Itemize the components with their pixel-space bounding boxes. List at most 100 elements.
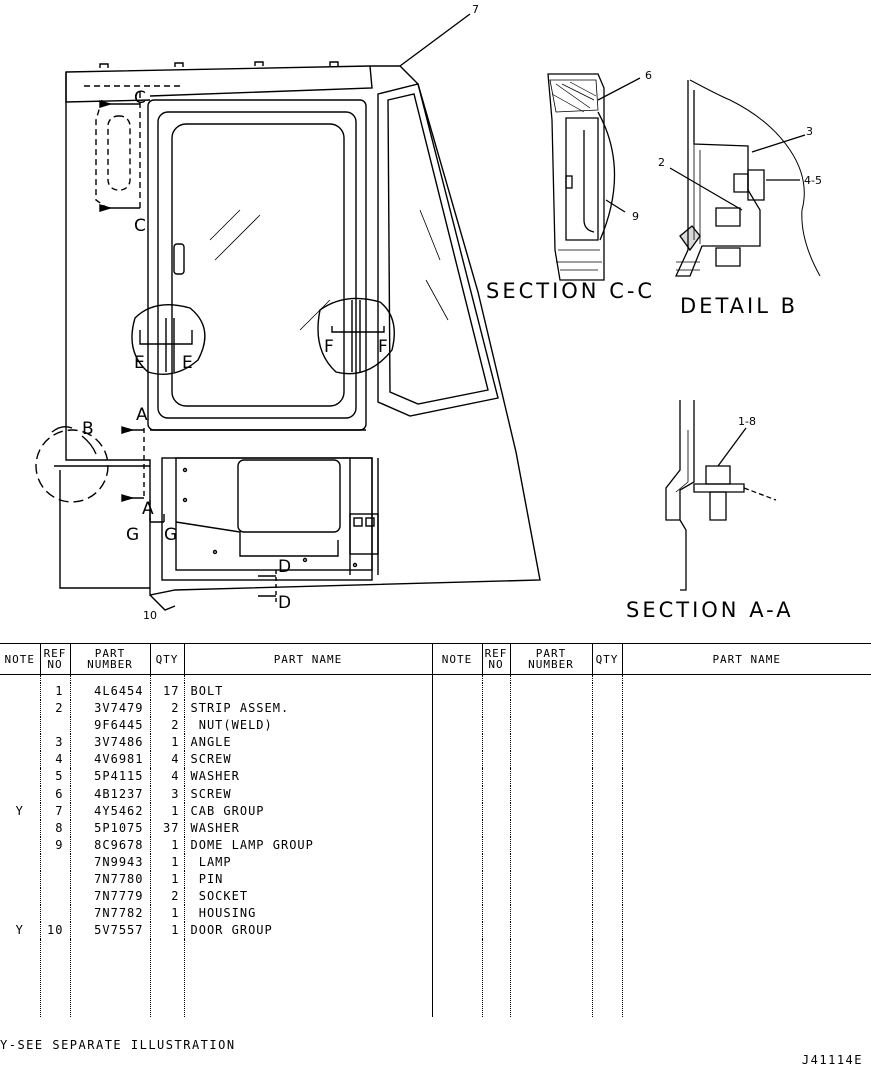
part-name-cell: STRIP ASSEM. [183, 700, 432, 718]
section-a-marker [143, 428, 151, 520]
empty-cell [481, 700, 510, 718]
empty-cell [591, 674, 622, 683]
callout-7: 7 [472, 3, 479, 16]
empty-cell [183, 674, 432, 683]
empty-cell [431, 802, 482, 820]
empty-cell [591, 888, 622, 906]
part-number-cell: 7N7780 [69, 871, 150, 889]
note-cell [0, 786, 40, 803]
note-cell [0, 888, 40, 905]
note-cell [0, 734, 40, 751]
exploded-view-drawing: SECTION C-C DETAIL B SECTION A-A 1-8 2 3… [35, 3, 822, 622]
empty-cell [481, 734, 510, 752]
empty-cell [591, 700, 622, 718]
part-number-cell: 4B1237 [69, 785, 150, 803]
ref-no-cell: 6 [39, 785, 70, 803]
part-number-cell: 8C9678 [69, 836, 150, 854]
marker-a-bottom: A [142, 499, 154, 519]
empty-cell [69, 674, 150, 683]
empty-cell [481, 888, 510, 906]
detail-b-title: DETAIL B [680, 294, 798, 318]
qty-cell: 2 [149, 700, 184, 718]
empty-cell [431, 888, 482, 906]
empty-cell [621, 819, 871, 837]
marker-a-top: A [136, 405, 148, 425]
ref-no-cell [39, 888, 70, 906]
empty-cell [591, 939, 622, 1018]
empty-cell [481, 674, 510, 683]
empty-cell [509, 939, 592, 1018]
note-cell [0, 768, 40, 785]
part-number-cell: 3V7486 [69, 734, 150, 752]
empty-cell [481, 717, 510, 735]
empty-cell [431, 819, 482, 837]
marker-b: B [82, 419, 94, 439]
empty-cell [149, 939, 184, 1018]
cab-assembly-view [54, 61, 541, 596]
parts-list: NOTE REF NO PART NUMBER QTY PART NAME NO… [0, 643, 871, 1025]
ref-no-cell [39, 871, 70, 889]
note-cell [0, 837, 40, 854]
marker-g-right: G [164, 525, 177, 545]
empty-cell [621, 853, 871, 872]
empty-cell [591, 836, 622, 854]
empty-cell [509, 871, 592, 889]
empty-cell [0, 675, 40, 684]
part-name-cell: SOCKET [183, 888, 432, 906]
empty-cell [509, 717, 592, 735]
ref-no-cell [39, 853, 70, 872]
part-name-cell: DOOR GROUP [183, 922, 432, 940]
callout-1-8: 1-8 [738, 415, 756, 428]
part-name-cell: NUT(WELD) [183, 717, 432, 735]
qty-cell: 4 [149, 768, 184, 786]
note-cell [0, 700, 40, 717]
empty-cell [481, 905, 510, 923]
part-name-cell: WASHER [183, 819, 432, 837]
ref-no-cell [39, 905, 70, 923]
part-number-cell: 4L6454 [69, 683, 150, 701]
note-cell [0, 905, 40, 922]
marker-d-bottom: D [278, 593, 291, 613]
qty-cell: 2 [149, 888, 184, 906]
empty-cell [431, 905, 482, 923]
qty-cell: 1 [149, 905, 184, 923]
header-part-name-2: PART NAME [621, 643, 871, 675]
empty-cell [481, 853, 510, 872]
empty-cell [591, 683, 622, 701]
section-a-a-view [665, 400, 777, 591]
note-cell [0, 854, 40, 871]
qty-cell: 3 [149, 785, 184, 803]
ref-no-cell: 8 [39, 819, 70, 837]
marker-e-right: E [182, 353, 193, 373]
parts-table: NOTE REF NO PART NUMBER QTY PART NAME NO… [0, 643, 871, 1018]
empty-cell [481, 802, 510, 820]
callout-9: 9 [632, 210, 639, 223]
part-name-cell: ANGLE [183, 734, 432, 752]
empty-cell [591, 802, 622, 820]
empty-cell [509, 836, 592, 854]
qty-cell: 37 [149, 819, 184, 837]
empty-cell [509, 751, 592, 769]
detail-b-view [669, 79, 821, 277]
qty-cell: 1 [149, 871, 184, 889]
empty-cell [621, 871, 871, 889]
callout-6: 6 [645, 69, 652, 82]
empty-cell [621, 802, 871, 820]
empty-cell [509, 674, 592, 683]
part-name-cell: HOUSING [183, 905, 432, 923]
empty-cell [591, 905, 622, 923]
part-name-cell: SCREW [183, 785, 432, 803]
part-number-cell: 5P1075 [69, 819, 150, 837]
empty-cell [591, 871, 622, 889]
header-note: NOTE [0, 643, 40, 675]
qty-cell: 17 [149, 683, 184, 701]
qty-cell: 4 [149, 751, 184, 769]
part-number-cell: 5V7557 [69, 922, 150, 940]
ref-no-cell [39, 717, 70, 735]
